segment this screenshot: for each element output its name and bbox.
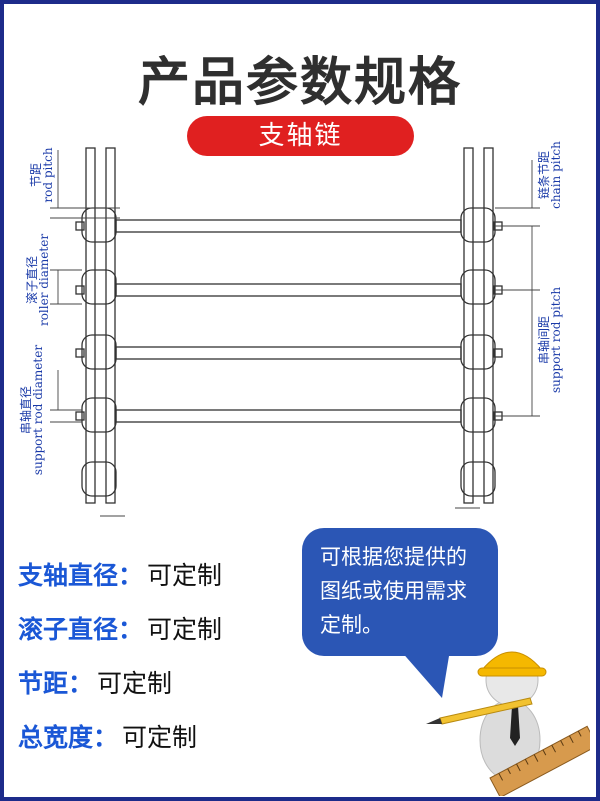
rod-pitch-en-label: rod pitch: [41, 147, 55, 203]
support-rod-pitch-en-label: support rod pitch: [549, 287, 563, 393]
roller: [81, 269, 117, 305]
custom-note-bubble: 可根据您提供的 图纸或使用需求 定制。: [302, 528, 498, 656]
left-inner-plate: [105, 147, 116, 504]
spec-key: 节距：: [18, 669, 94, 698]
roller-diameter-en-label: roller diameter: [37, 234, 51, 326]
chain-pitch-cn-label: 链条节距: [536, 151, 551, 199]
support-rod-pitch-cn-label: 串轴间距: [536, 316, 551, 364]
bubble-tail: [400, 650, 450, 698]
bubble-line: 图纸或使用需求: [320, 579, 467, 603]
spec-item: 总宽度：可定制: [18, 718, 197, 754]
roller-diameter-cn-label: 滚子直径: [24, 256, 39, 304]
roller: [460, 397, 496, 433]
roller: [460, 207, 496, 243]
page-title: 产品参数规格: [137, 53, 462, 113]
chain-pitch-en-label: chain pitch: [549, 141, 563, 209]
rod-pitch-cn-label: 节距: [29, 163, 43, 187]
support-rod-diameter-en-label: support rod diameter: [31, 345, 45, 475]
support-rod-diameter-cn-label: 串轴直径: [18, 386, 33, 434]
bubble-line: 定制。: [320, 613, 383, 637]
chain-diagram: 节距 rod pitch 滚子直径 roller diameter 串轴直径 s…: [18, 141, 563, 517]
roller: [81, 397, 117, 433]
bubble-line: 可根据您提供的: [320, 545, 467, 569]
left-outer-plate: [85, 147, 96, 504]
support-rod: [115, 219, 462, 233]
spec-key: 总宽度：: [18, 723, 119, 752]
spec-value: 可定制: [147, 561, 223, 590]
spec-value: 可定制: [97, 669, 173, 698]
roller: [81, 334, 117, 370]
spec-key: 滚子直径：: [18, 615, 144, 644]
roller: [460, 269, 496, 305]
right-inner-plate: [463, 147, 474, 504]
support-rod: [115, 409, 462, 423]
roller: [81, 207, 117, 243]
product-badge: 支轴链: [187, 116, 414, 156]
spec-item: 支轴直径：可定制: [18, 556, 222, 592]
roller: [460, 334, 496, 370]
spec-key: 支轴直径：: [18, 561, 144, 590]
spec-item: 节距：可定制: [18, 664, 172, 700]
spec-item: 滚子直径：可定制: [18, 610, 222, 646]
roller: [81, 461, 117, 497]
support-rod: [115, 346, 462, 360]
right-outer-plate: [483, 147, 494, 504]
roller: [460, 461, 496, 497]
spec-value: 可定制: [147, 615, 223, 644]
spec-value: 可定制: [122, 723, 198, 752]
support-rod: [115, 283, 462, 297]
worker-illustration: [426, 651, 590, 796]
